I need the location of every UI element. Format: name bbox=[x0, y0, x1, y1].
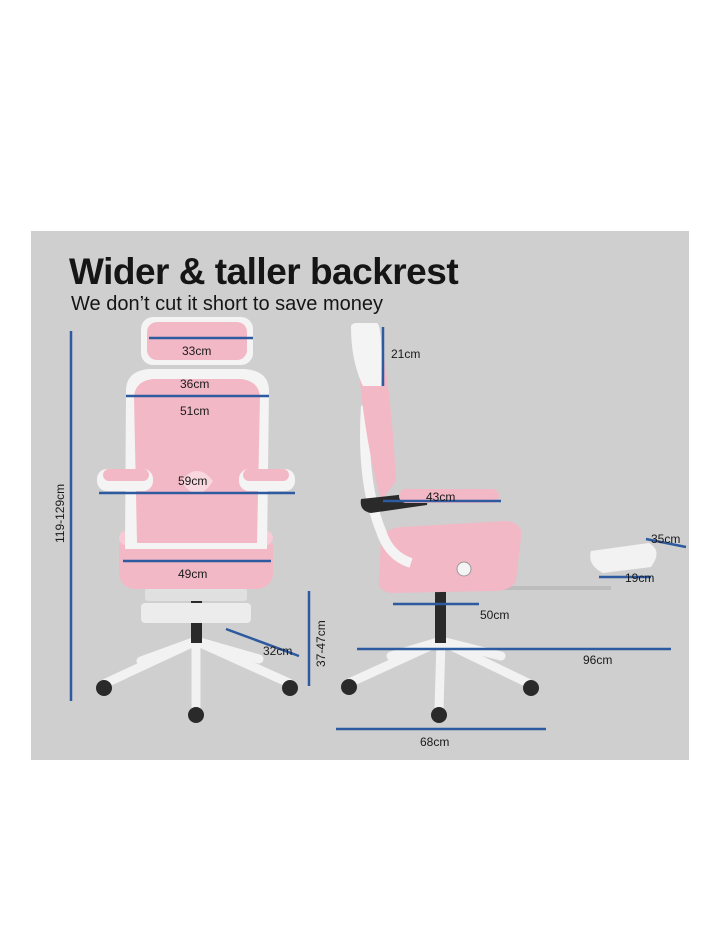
dim-base-depth: 50cm bbox=[480, 608, 510, 622]
dim-headrest-height: 21cm bbox=[391, 347, 421, 361]
dim-total-height: 119-129cm bbox=[53, 483, 67, 543]
dim-base-width: 68cm bbox=[420, 735, 450, 749]
measure-lines bbox=[69, 327, 687, 731]
dim-seat-height: 37-47cm bbox=[314, 620, 328, 667]
subline: We don’t cut it short to save money bbox=[71, 293, 384, 315]
dim-reclined-length: 96cm bbox=[583, 653, 613, 667]
dim-backrest-top-width: 36cm bbox=[180, 377, 210, 391]
dim-armrest-width: 59cm bbox=[178, 474, 208, 488]
dim-footrest-depth: 19cm bbox=[625, 571, 655, 585]
dim-backrest-width: 51cm bbox=[180, 404, 210, 418]
chair-illustration bbox=[69, 317, 687, 731]
dim-headrest-width: 33cm bbox=[182, 344, 212, 358]
front-chair bbox=[96, 317, 298, 723]
dim-seat-depth: 43cm bbox=[426, 490, 456, 504]
dim-seat-width: 49cm bbox=[178, 567, 208, 581]
dim-footrest-height: 35cm bbox=[651, 532, 681, 546]
headline: Wider & taller backrest bbox=[69, 251, 459, 292]
product-panel: Wider & taller backrest We don’t cut it … bbox=[31, 231, 689, 760]
dim-base-leg: 32cm bbox=[263, 644, 293, 658]
